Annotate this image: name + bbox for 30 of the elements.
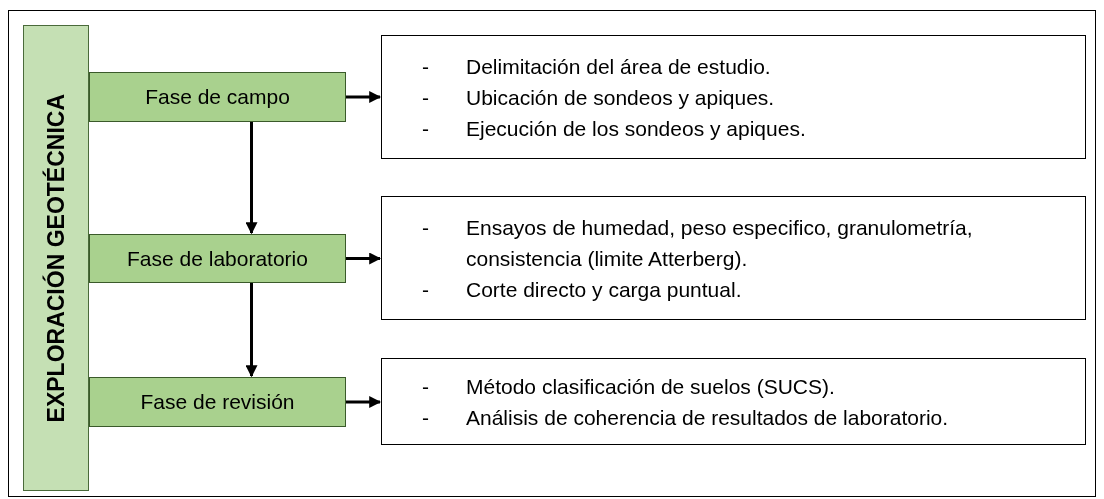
list-bullet: - [422,404,430,431]
description-box [381,35,1086,159]
list-item: Ejecución de los sondeos y apiques. [466,115,806,142]
arrow [245,122,258,235]
arrow [346,252,382,265]
arrow [346,91,382,103]
list-bullet: - [422,115,430,142]
list-item: Ubicación de sondeos y apiques. [466,84,775,111]
phase-label: Fase de campo [145,84,290,111]
list-item: Análisis de coherencia de resultados de laboratorio. [466,404,949,431]
list-bullet: - [422,53,430,80]
phase-label: Fase de revisión [140,389,295,416]
title-band [23,25,89,491]
arrow [346,396,382,408]
phase-box [89,234,346,283]
description-box [381,196,1086,320]
phase-box [89,72,346,122]
phase-label: Fase de laboratorio [127,245,308,272]
list-bullet: - [422,214,430,241]
list-bullet: - [422,84,430,111]
description-box [381,358,1086,445]
list-item: Método clasificación de suelos (SUCS). [466,373,835,400]
list-bullet: - [422,373,430,400]
band-title: EXPLORACIÓN GEOTÉCNICA [41,93,70,423]
arrow [245,283,258,378]
phase-box [89,377,346,427]
list-item: Ensayos de humedad, peso especifico, granulometría, consistencia (limite Atterberg). [466,214,974,272]
list-item: Corte directo y carga puntual. [466,276,742,303]
list-bullet: - [422,276,430,303]
list-item: Delimitación del área de estudio. [466,53,771,80]
